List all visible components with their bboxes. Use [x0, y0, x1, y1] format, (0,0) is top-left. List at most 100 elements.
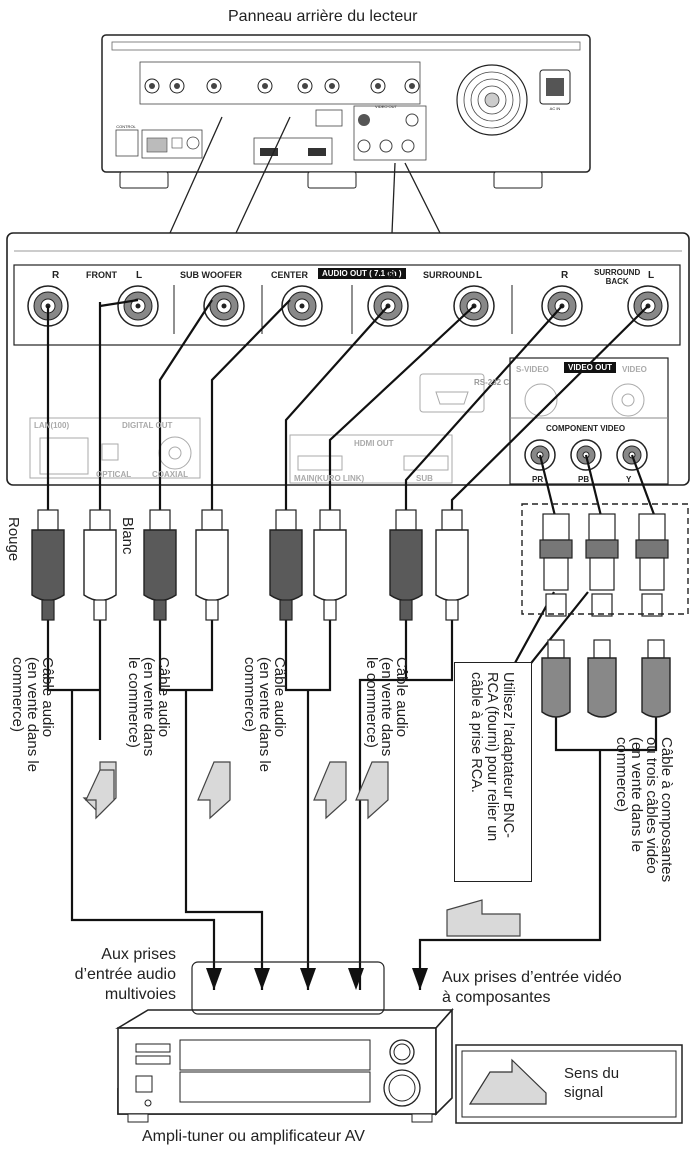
audio-cable-4-line1: Câble audio	[393, 657, 410, 738]
rca-plug	[143, 509, 177, 621]
cable-run	[284, 620, 332, 990]
label-lan: LAN(100)	[34, 421, 70, 430]
adapter-note-box	[454, 662, 532, 882]
audio-cable-label-4: Câble audio (en vente dans le commerce)	[363, 657, 410, 757]
rca-plug	[435, 509, 469, 621]
video-inputs-label: Aux prises d’entrée vidéo à composantes	[442, 968, 622, 1008]
rca-plug	[313, 509, 347, 621]
audio-inputs-line3: multivoies	[104, 986, 176, 1003]
label-l-surround: L	[476, 270, 483, 281]
input-arrow	[412, 968, 428, 990]
audio-cable-label-2: Câble audio (en vente dans le commerce)	[125, 657, 172, 757]
cable-run	[358, 620, 454, 990]
input-arrow	[206, 968, 222, 990]
signal-arrows	[82, 761, 521, 937]
audio-cable-4-line2: (en vente dans	[378, 657, 395, 757]
label-digital-out: DIGITAL OUT	[122, 421, 173, 430]
plugs	[31, 509, 671, 718]
rca-jack	[281, 285, 323, 327]
label-r-front: R	[52, 270, 60, 281]
label-l-surround-back: L	[648, 270, 655, 281]
label-front: FRONT	[86, 270, 117, 280]
component-plug	[587, 639, 617, 718]
cable-wire	[630, 454, 658, 521]
cable-wire	[210, 299, 291, 520]
adapter-note-line1: Utilisez l’adaptateur BNC-	[500, 672, 516, 839]
rouge-label: Rouge	[5, 517, 22, 562]
cable-wire	[158, 299, 213, 520]
small-control-label: CONTROL	[116, 124, 136, 129]
audio-cable-2-line2: (en vente dans	[140, 657, 157, 757]
audio-inputs-line2: d’entrée audio	[74, 966, 176, 983]
label-l-front: L	[136, 270, 143, 281]
rca-plug	[269, 509, 303, 621]
label-surround: SURROUND	[423, 270, 476, 280]
player-back-small: VIDEO OUT AC IN CONTROL	[101, 34, 591, 189]
audio-cable-label-1: Câble audio (en vente dans le commerce)	[9, 657, 56, 773]
cable-wire	[584, 454, 604, 521]
player-back-title: Panneau arrière du lecteur	[228, 8, 418, 25]
rca-jack	[203, 285, 245, 327]
input-arrow	[348, 968, 364, 990]
label-coaxial: COAXIAL	[152, 470, 188, 479]
label-center: CENTER	[271, 270, 309, 280]
rca-plug	[31, 509, 65, 621]
zoom-lines	[169, 116, 441, 234]
label-hdmi-out: HDMI OUT	[354, 439, 394, 448]
cable-run	[70, 690, 216, 990]
audio-inputs-box	[191, 961, 385, 1015]
audio-cable-label-3: Câble audio (en vente dans le commerce)	[241, 657, 288, 773]
cable-wire	[284, 305, 389, 520]
cable-wire	[328, 305, 475, 520]
audio-cable-3-line1: Câble audio	[271, 657, 288, 738]
legend-line1: Sens du	[564, 1065, 620, 1082]
adapter-box	[521, 503, 689, 615]
bnc-adapter	[539, 513, 573, 617]
label-y: Y	[626, 475, 632, 484]
label-optical: OPTICAL	[96, 470, 132, 479]
component-cable-line4: commerce)	[613, 737, 630, 813]
audio-inputs-line1: Aux prises	[101, 946, 176, 963]
rca-plug	[195, 509, 229, 621]
video-inputs-line1: Aux prises d’entrée vidéo	[442, 969, 622, 986]
rca-plug	[389, 509, 423, 621]
small-video-out-label: VIDEO OUT	[375, 104, 398, 109]
label-hdmi-main: MAIN(KURO LINK)	[294, 474, 365, 483]
component-plug	[541, 639, 571, 718]
label-r-surround-back: R	[561, 270, 569, 281]
av-receiver	[115, 1007, 454, 1123]
label-rs232: RS-232 C	[474, 378, 510, 387]
audio-cable-1-line3: commerce)	[9, 657, 26, 733]
cable-run	[46, 620, 102, 740]
label-r-surround: R	[388, 270, 396, 281]
label-pb: PB	[578, 475, 590, 484]
label-video: VIDEO	[622, 365, 647, 374]
small-ac-in-label: AC IN	[550, 106, 561, 111]
blanc-label: Blanc	[119, 517, 136, 555]
label-pr: PR	[532, 475, 544, 484]
label-surround-back: SURROUND BACK	[594, 268, 640, 286]
player-back-zoom	[6, 232, 690, 486]
adapter-note-line3: câble à prise RCA.	[468, 672, 484, 793]
input-arrow	[300, 968, 316, 990]
audio-cable-2-line1: Câble audio	[155, 657, 172, 738]
component-cable-line2: ou trois câbles vidéo	[643, 737, 660, 874]
audio-cable-3-line2: (en vente dans le	[256, 657, 273, 773]
component-cable-line3: (en vente dans le	[628, 737, 645, 853]
cable-run	[158, 620, 264, 990]
label-component-video: COMPONENT VIDEO	[546, 424, 626, 433]
audio-cable-1-line2: (en vente dans le	[24, 657, 41, 773]
legend-text: Sens du signal	[564, 1064, 619, 1102]
rca-jack	[117, 285, 159, 327]
label-sub-woofer: SUB WOOFER	[180, 270, 242, 280]
label-surround-back-line1: SURROUND	[594, 268, 641, 277]
audio-cable-2-line3: le commerce)	[125, 657, 142, 748]
bnc-adapter	[585, 513, 619, 617]
receiver-caption: Ampli-tuner ou amplificateur AV	[142, 1128, 365, 1145]
audio-cable-3-line3: commerce)	[241, 657, 258, 733]
rca-plug	[83, 509, 117, 621]
cable-wire	[538, 454, 558, 521]
video-inputs-line2: à composantes	[442, 989, 551, 1006]
label-surround-back-line2: BACK	[605, 277, 629, 286]
